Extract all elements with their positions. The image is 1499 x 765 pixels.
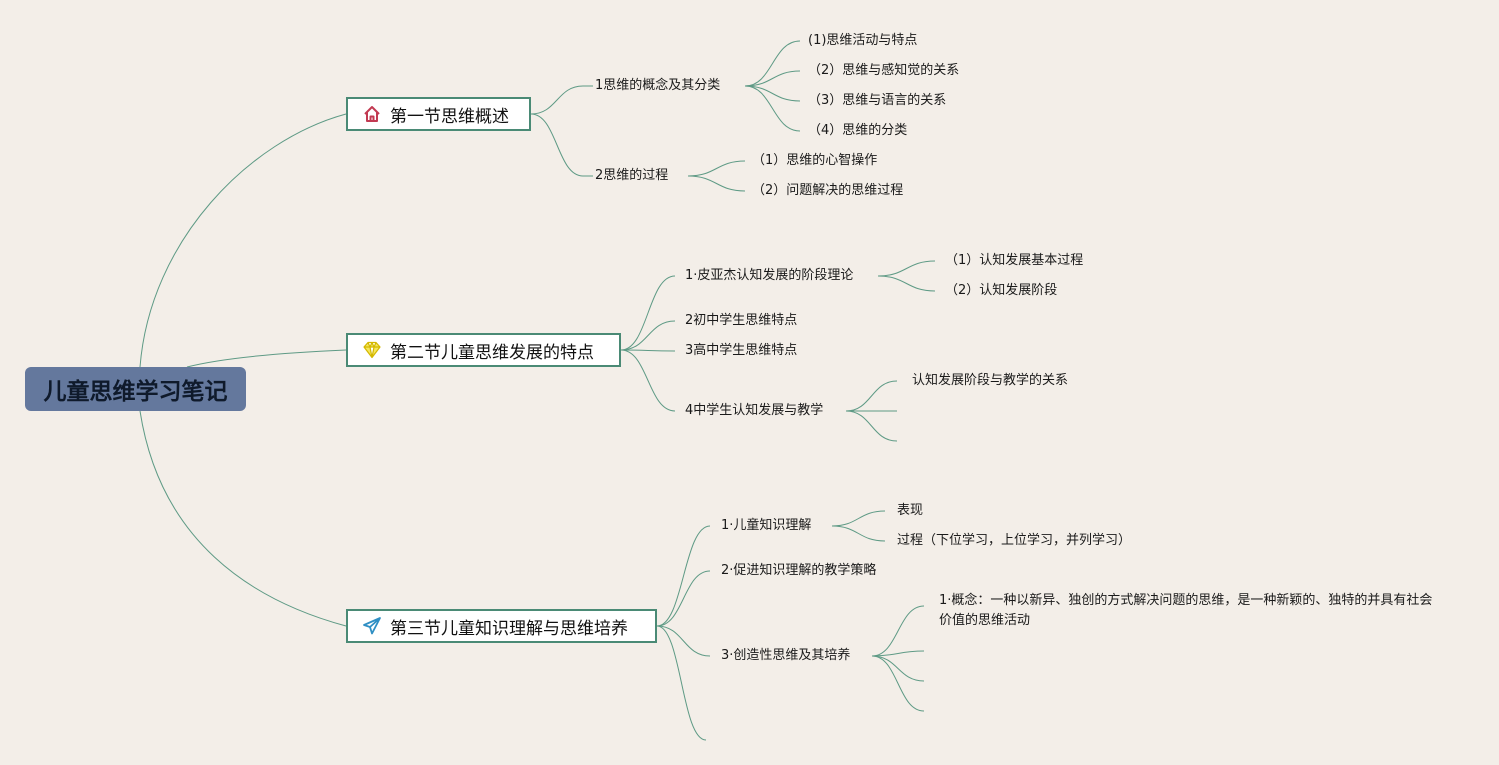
section-node-1[interactable]: 第一节思维概述 <box>346 97 531 131</box>
link-s1-1 <box>530 85 584 115</box>
link-s2-t4-1 <box>845 380 898 412</box>
link-s3-t3-2 <box>871 650 925 657</box>
topic-3-2[interactable]: 2·促进知识理解的教学策略 <box>721 563 877 578</box>
link-s2-3 <box>620 349 676 352</box>
link-s1-t1-1 <box>744 40 801 87</box>
subtopic-1-1-4[interactable]: （4）思维的分类 <box>808 123 908 138</box>
link-s3-t3-1 <box>871 605 925 657</box>
topic-2-2[interactable]: 2初中学生思维特点 <box>685 313 798 328</box>
link-s2-1 <box>620 275 676 351</box>
subtopic-1-1-3[interactable]: （3）思维与语言的关系 <box>808 93 947 108</box>
link-s3-t1-1 <box>831 510 886 527</box>
link-s3-1 <box>656 525 711 627</box>
subtopic-1-1-1[interactable]: (1)思维活动与特点 <box>808 33 918 48</box>
subtopic-1-1-2[interactable]: （2）思维与感知觉的关系 <box>808 63 960 78</box>
link-s1-t2-1 <box>687 160 746 177</box>
section-title-3: 第三节儿童知识理解与思维培养 <box>390 618 628 639</box>
link-s2-2 <box>620 320 676 351</box>
subtopic-3-1-1[interactable]: 表现 <box>897 503 924 518</box>
section-title-1: 第一节思维概述 <box>390 106 509 127</box>
link-s3-4 <box>656 625 707 741</box>
link-s3-2 <box>656 570 711 627</box>
link-s1-t1-4 <box>744 85 801 132</box>
link-s1-2 <box>530 113 584 177</box>
topic-2-4[interactable]: 4中学生认知发展与教学 <box>685 403 824 418</box>
topic-3-3[interactable]: 3·创造性思维及其培养 <box>721 648 851 663</box>
link-s2-4 <box>620 349 676 412</box>
section-node-2[interactable]: 第二节儿童思维发展的特点 <box>346 333 621 367</box>
topic-1-1[interactable]: 1思维的概念及其分类 <box>595 78 721 93</box>
paper-plane-icon <box>362 616 382 636</box>
link-root-section-2 <box>186 349 347 368</box>
subtopic-2-4-1[interactable]: 认知发展阶段与教学的关系 <box>912 373 1069 388</box>
link-root-section-1 <box>139 113 347 368</box>
link-s3-t1-2 <box>831 525 886 542</box>
link-s3-t3-4 <box>871 655 925 712</box>
subtopic-3-1-2[interactable]: 过程（下位学习，上位学习，并列学习） <box>897 533 1132 548</box>
section-title-2: 第二节儿童思维发展的特点 <box>390 342 594 363</box>
home-icon <box>362 104 382 124</box>
link-s1-t2-2 <box>687 175 746 192</box>
subtopic-2-1-1[interactable]: （1）认知发展基本过程 <box>945 253 1084 268</box>
link-root-section-3 <box>139 410 347 627</box>
section-node-3[interactable]: 第三节儿童知识理解与思维培养 <box>346 609 657 643</box>
topic-2-3[interactable]: 3高中学生思维特点 <box>685 343 798 358</box>
link-s2-t4-3 <box>845 410 898 442</box>
topic-2-1[interactable]: 1·皮亚杰认知发展的阶段理论 <box>685 268 854 283</box>
subtopic-2-1-2[interactable]: （2）认知发展阶段 <box>945 283 1058 298</box>
root-node[interactable]: 儿童思维学习笔记 <box>25 367 246 411</box>
topic-1-2[interactable]: 2思维的过程 <box>595 168 669 183</box>
link-s3-3 <box>656 625 711 657</box>
subtopic-1-2-2[interactable]: （2）问题解决的思维过程 <box>752 183 904 198</box>
diamond-icon <box>362 340 382 360</box>
link-s1-t1-2 <box>744 70 801 87</box>
root-title: 儿童思维学习笔记 <box>43 379 228 405</box>
subtopic-3-3-1[interactable]: 1·概念：一种以新异、独创的方式解决问题的思维，是一种新颖的、独特的并具有社会价… <box>939 593 1433 628</box>
link-s1-t1-3 <box>744 85 801 102</box>
topic-3-1[interactable]: 1·儿童知识理解 <box>721 518 812 533</box>
link-s3-t3-3 <box>871 655 925 682</box>
link-s2-t1-1 <box>877 260 936 277</box>
subtopic-1-2-1[interactable]: （1）思维的心智操作 <box>752 153 878 168</box>
link-s2-t1-2 <box>877 275 936 292</box>
